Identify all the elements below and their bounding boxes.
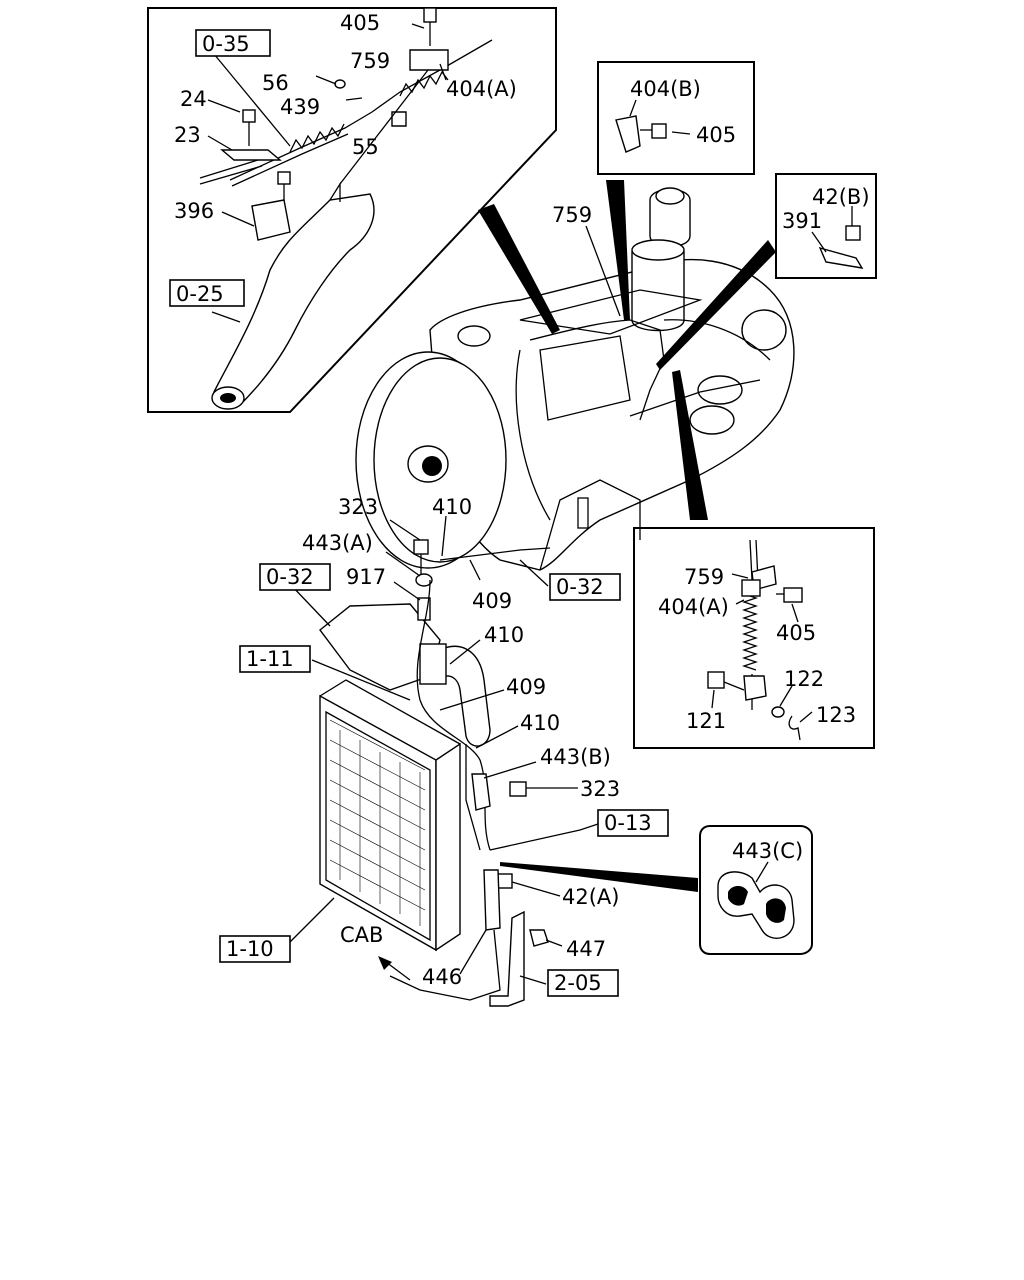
bolt-42b — [845, 225, 861, 241]
label-122: 122 — [784, 667, 824, 691]
label-56: 56 — [262, 71, 289, 95]
ref-box-0-32-left — [259, 563, 331, 591]
label-0-13: 0-13 — [604, 811, 652, 835]
label-42b: 42(B) — [812, 185, 870, 209]
label-24: 24 — [180, 87, 207, 111]
washer-56 — [334, 79, 346, 89]
label-55: 55 — [352, 135, 379, 159]
label-410-low: 410 — [520, 711, 560, 735]
bracket-2-05 — [489, 910, 525, 1007]
engine-assembly: 759 — [355, 180, 795, 571]
ref-box-0-25 — [169, 279, 245, 307]
label-759-top: 759 — [350, 49, 390, 73]
ref-box-1-11 — [239, 645, 311, 673]
label-0-32-left: 0-32 — [266, 565, 314, 589]
nut-447 — [529, 929, 549, 947]
label-446: 446 — [422, 965, 462, 989]
ref-box-2-05 — [547, 969, 619, 997]
label-0-32-right: 0-32 — [556, 575, 604, 599]
bolt-405-b — [651, 123, 667, 139]
ref-box-0-32-right — [549, 573, 621, 601]
label-cab: CAB — [340, 923, 383, 947]
cab-arrow — [378, 956, 392, 970]
pointer-wedge-1 — [478, 204, 560, 334]
pointer-wedge-2 — [606, 180, 630, 320]
label-42a: 42(A) — [562, 885, 619, 909]
inset-443c: 443(C) — [699, 825, 813, 955]
label-405-det: 405 — [776, 621, 816, 645]
spring-coil-detail — [741, 593, 759, 671]
inset-404b: 404(B) 405 — [597, 61, 755, 175]
label-410-top: 410 — [432, 495, 472, 519]
ref-box-0-13 — [597, 809, 669, 837]
label-439: 439 — [280, 95, 320, 119]
spring-coil-upper — [289, 70, 449, 153]
bracket-396 — [251, 199, 291, 241]
pipe-0-25 — [213, 193, 375, 406]
label-404a-top: 404(A) — [446, 77, 517, 101]
clamp-404a-top — [409, 49, 449, 71]
label-0-25: 0-25 — [176, 282, 224, 306]
label-409-top: 409 — [472, 589, 512, 613]
bolt-121 — [707, 671, 725, 689]
label-1-11: 1-11 — [246, 647, 294, 671]
bracket-23 — [220, 149, 282, 161]
label-405-b: 405 — [696, 123, 736, 147]
bolt-55 — [391, 111, 407, 127]
bolt-405-det — [783, 587, 803, 603]
bolt-396 — [277, 171, 291, 210]
label-123: 123 — [816, 703, 856, 727]
label-443c: 443(C) — [732, 839, 803, 863]
inset-42b-391: 42(B) 391 — [775, 173, 877, 279]
label-0-35: 0-35 — [202, 32, 250, 56]
clip-123 — [788, 715, 801, 741]
label-1-10: 1-10 — [226, 937, 274, 961]
label-443a: 443(A) — [302, 531, 373, 555]
label-759-mid: 759 — [552, 203, 592, 227]
label-323-top: 323 — [338, 495, 378, 519]
label-323-low: 323 — [580, 777, 620, 801]
label-443b: 443(B) — [540, 745, 611, 769]
label-410-mid: 410 — [484, 623, 524, 647]
label-121: 121 — [686, 709, 726, 733]
inset-sensor-detail: 759 404(A) 405 122 121 123 — [633, 527, 875, 749]
pointer-wedge-3 — [656, 240, 776, 370]
washer-122 — [771, 706, 785, 718]
label-405-top: 405 — [340, 11, 380, 35]
label-759-det: 759 — [684, 565, 724, 589]
label-404a-det: 404(A) — [658, 595, 729, 619]
clamp-404b — [615, 115, 641, 153]
label-396: 396 — [174, 199, 214, 223]
label-2-05: 2-05 — [554, 971, 602, 995]
label-391: 391 — [782, 209, 822, 233]
label-917: 917 — [346, 565, 386, 589]
inset-cable-bracket: 405 0-35 759 404(A) 56 24 439 23 55 396 … — [147, 7, 557, 413]
ref-box-1-10 — [219, 935, 291, 963]
bracket-391 — [818, 246, 864, 269]
bolt-405-top — [423, 7, 437, 46]
label-23: 23 — [174, 123, 201, 147]
bolt-323-low — [509, 781, 527, 797]
label-404b: 404(B) — [630, 77, 701, 101]
pointer-wedge-5 — [500, 862, 698, 892]
label-447: 447 — [566, 937, 606, 961]
radiator-assembly: 323 410 443(A) 0-32 917 409 0-32 410 1-1… — [219, 495, 698, 1007]
pointer-wedge-4 — [672, 370, 708, 520]
ref-box-0-35 — [195, 29, 271, 57]
label-409-mid: 409 — [506, 675, 546, 699]
radiator-mesh — [329, 719, 426, 926]
bolt-24 — [242, 109, 256, 146]
